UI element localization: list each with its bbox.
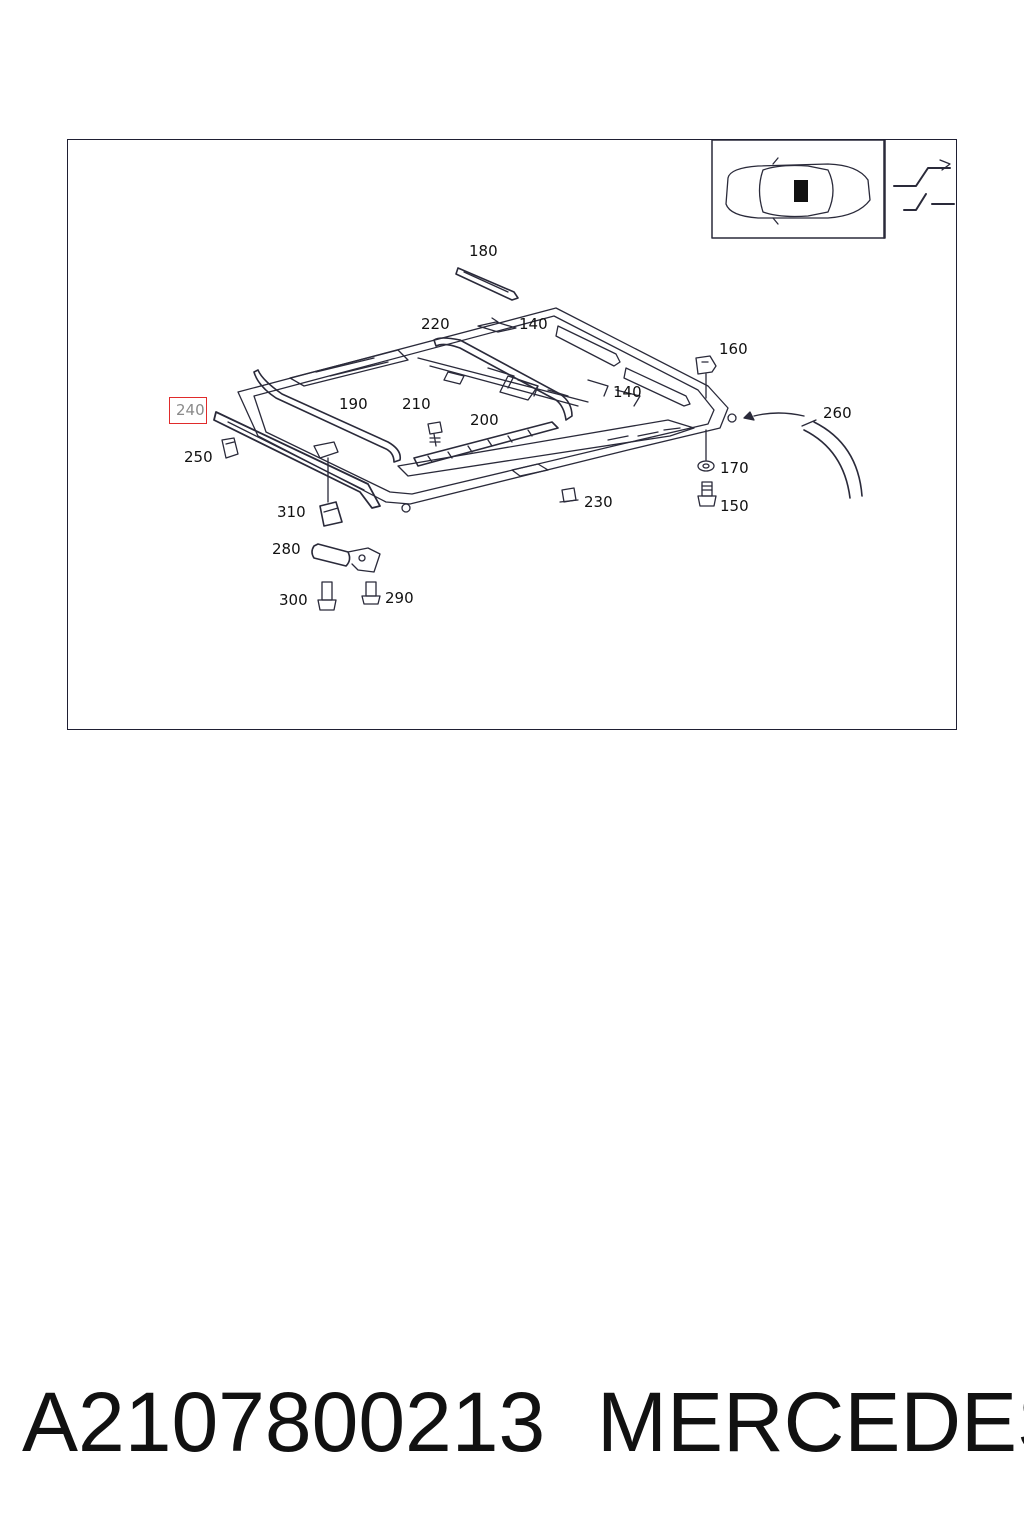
car-top-view-icon (711, 140, 886, 239)
part-300 (317, 581, 337, 611)
callout-240: 240 (169, 397, 207, 424)
brand-name: MERCEDES (597, 1375, 1024, 1469)
part-290 (361, 581, 381, 605)
callout-160: 160 (719, 340, 748, 358)
callout-310: 310 (277, 503, 306, 521)
callout-210: 210 (402, 395, 431, 413)
part-200 (413, 421, 559, 467)
callout-280: 280 (272, 540, 301, 558)
part-180 (455, 267, 519, 301)
sunroof-frame (237, 307, 737, 513)
callout-260: 260 (823, 404, 852, 422)
part-280 (311, 543, 381, 573)
callout-300: 300 (279, 591, 308, 609)
part-160 (695, 355, 717, 399)
part-240 (213, 411, 381, 509)
part-250 (221, 437, 239, 459)
part-140-strips (555, 325, 691, 407)
callout-180: 180 (469, 242, 498, 260)
callout-290: 290 (385, 589, 414, 607)
part-140-bracket (477, 317, 517, 333)
parts-diagram-frame: 180 220 140 160 140 240 190 210 200 260 … (67, 139, 957, 730)
callout-170: 170 (720, 459, 749, 477)
callout-220: 220 (421, 315, 450, 333)
callout-200: 200 (470, 411, 499, 429)
part-210 (427, 421, 443, 447)
callout-140-top: 140 (519, 315, 548, 333)
part-150 (697, 481, 717, 507)
product-caption: A2107800213 MERCEDES (0, 1372, 1024, 1472)
callout-150: 150 (720, 497, 749, 515)
part-170 (697, 429, 715, 472)
part-260 (743, 411, 863, 499)
sunroof-exploded-drawing (213, 140, 955, 611)
callout-250: 250 (184, 448, 213, 466)
callout-140-side: 140 (613, 383, 642, 401)
part-310 (319, 501, 343, 527)
part-number: A2107800213 (22, 1375, 546, 1469)
callout-230: 230 (584, 493, 613, 511)
part-190 (253, 369, 402, 463)
sunroof-tilt-symbol-icon (893, 159, 955, 211)
callout-190: 190 (339, 395, 368, 413)
part-220 (433, 337, 573, 421)
part-230 (559, 487, 579, 503)
